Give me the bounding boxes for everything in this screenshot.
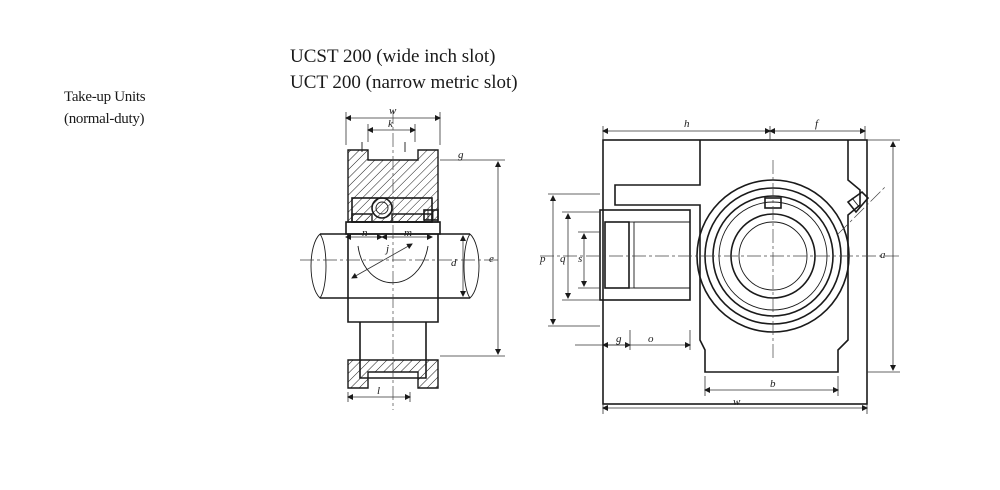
label-p: p	[539, 253, 546, 265]
label-o: o	[648, 333, 654, 345]
label-m: m	[404, 227, 412, 239]
label-s: s	[578, 253, 582, 265]
label-q: q	[560, 253, 566, 265]
label-f: f	[815, 118, 820, 130]
label-n: n	[362, 227, 368, 239]
label-b: b	[770, 378, 776, 390]
main-title: UCST 200 (wide inch slot) UCT 200 (narro…	[290, 44, 518, 96]
label-j: j	[384, 243, 389, 255]
label-w-bottom: w	[733, 396, 741, 408]
side-title: Take-up Units (normal-duty)	[64, 86, 146, 130]
side-title-line1: Take-up Units	[64, 89, 146, 105]
label-g-bottom: g	[616, 333, 622, 345]
main-title-line1: UCST 200 (wide inch slot)	[290, 46, 496, 67]
main-title-line2: UCT 200 (narrow metric slot)	[290, 72, 518, 93]
label-h: h	[684, 118, 690, 130]
label-l: l	[377, 385, 380, 397]
label-a: a	[880, 249, 886, 261]
side-section-view: w k g n m d e j l	[300, 105, 505, 410]
side-title-line2: (normal-duty)	[64, 111, 145, 127]
label-w-top: w	[389, 105, 397, 117]
label-g-top: g	[458, 149, 464, 161]
label-e: e	[489, 253, 494, 265]
front-view: h f p q s a g o b w	[539, 118, 900, 414]
label-d: d	[451, 257, 457, 269]
label-k: k	[388, 118, 394, 130]
